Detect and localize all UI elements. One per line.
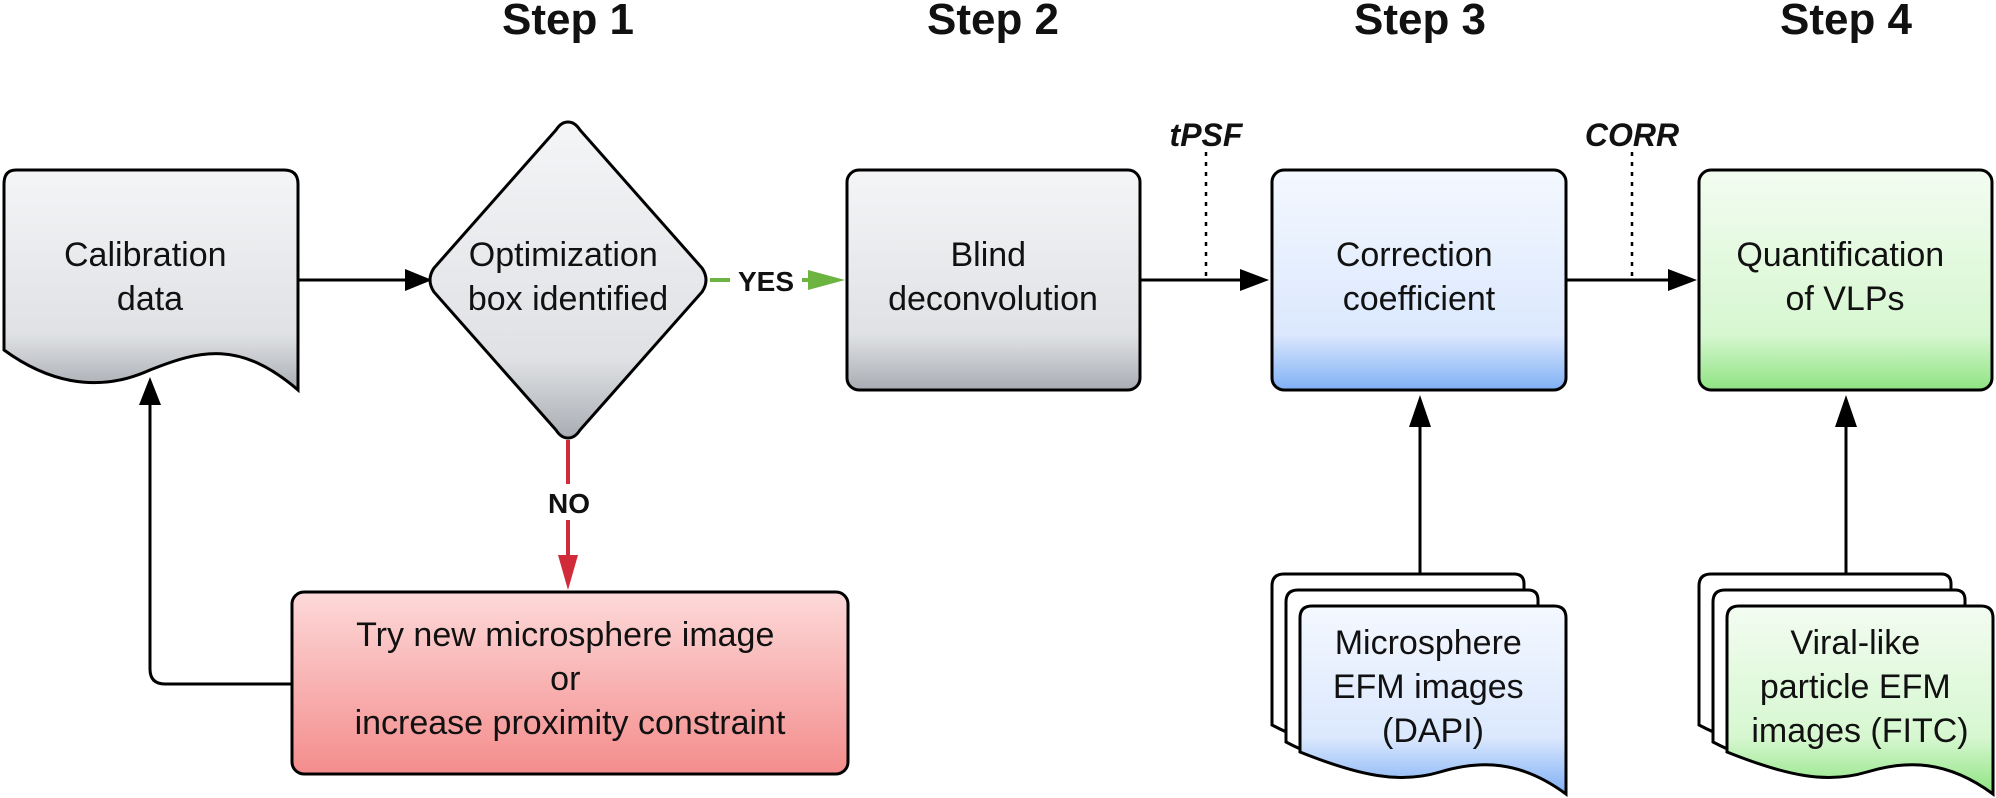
corr-annotation: CORR	[1585, 117, 1679, 153]
calibration-data-node: Calibration data	[2, 168, 300, 394]
optimization-decision-node: Optimization box identified	[428, 120, 708, 440]
svg-text:Viral-like particle EFM: Viral-like particle EFM images (FITC)	[1751, 624, 1968, 750]
calibration-label-line1: Calibration	[64, 236, 227, 274]
arrowhead	[405, 269, 432, 291]
microsphere-label-line1: Microsphere	[1335, 624, 1522, 662]
svg-text:Calibration data: Calibration data	[64, 236, 236, 318]
correction-label-line1: Correction	[1336, 236, 1493, 274]
svg-text:Correction coefficient: Correction coefficient	[1336, 236, 1502, 318]
viral-label-line2: particle EFM	[1760, 668, 1951, 706]
arrowhead	[1240, 269, 1269, 291]
retry-label-line2: or	[550, 660, 580, 698]
step-2-header: Step 2	[927, 0, 1059, 44]
no-label: NO	[548, 488, 590, 519]
microsphere-label-line2: EFM images	[1333, 668, 1524, 706]
viral-label-line1: Viral-like	[1790, 624, 1920, 662]
viral-label-line3: images (FITC)	[1751, 712, 1968, 750]
retry-label-line1: Try new microsphere image	[356, 616, 774, 654]
svg-text:Try new microsphere image: Try new microsphere image or increase pr…	[355, 616, 786, 742]
arrowhead-yes	[808, 270, 845, 290]
blind-label-line1: Blind	[950, 236, 1026, 274]
blind-label-line2: deconvolution	[888, 280, 1098, 318]
blind-deconvolution-node: Blind deconvolution	[845, 168, 1142, 392]
svg-text:Quantification of VLPs: Quantification of VLPs	[1736, 236, 1953, 318]
retry-node: Try new microsphere image or increase pr…	[290, 590, 850, 776]
arrowhead	[139, 377, 161, 405]
retry-label-line3: increase proximity constraint	[355, 704, 786, 742]
viral-images-node: Viral-like particle EFM images (FITC)	[1697, 572, 1995, 797]
step-4-header: Step 4	[1780, 0, 1913, 44]
quantification-node: Quantification of VLPs	[1697, 168, 1994, 392]
yes-label: YES	[738, 266, 794, 297]
svg-text:Microsphere EFM images: Microsphere EFM images (DAPI)	[1333, 624, 1533, 750]
no-label-bg	[540, 484, 598, 520]
microsphere-label-line3: (DAPI)	[1382, 712, 1484, 750]
arrow-retry-to-calibration	[148, 402, 292, 686]
correction-coefficient-node: Correction coefficient	[1270, 168, 1568, 392]
calibration-label-line2: data	[117, 280, 183, 318]
arrowhead	[1835, 395, 1857, 427]
arrowhead	[1409, 395, 1431, 427]
svg-text:Optimization box identif: Optimization box identified	[468, 236, 668, 318]
arrowhead	[1668, 269, 1697, 291]
quantification-label-line1: Quantification	[1736, 236, 1944, 274]
arrowhead-no	[558, 555, 578, 590]
tpsf-annotation: tPSF	[1170, 117, 1244, 153]
optimization-label-line2: box identified	[468, 280, 668, 318]
step-3-header: Step 3	[1354, 0, 1486, 44]
step-1-header: Step 1	[502, 0, 634, 44]
svg-text:Blind deconvolution: Blind deconvolution	[888, 236, 1098, 318]
optimization-label-line1: Optimization	[469, 236, 658, 274]
quantification-label-line2: of VLPs	[1785, 280, 1904, 318]
microsphere-images-node: Microsphere EFM images (DAPI)	[1270, 572, 1568, 797]
yes-label-bg	[730, 264, 802, 296]
correction-label-line2: coefficient	[1343, 280, 1496, 318]
